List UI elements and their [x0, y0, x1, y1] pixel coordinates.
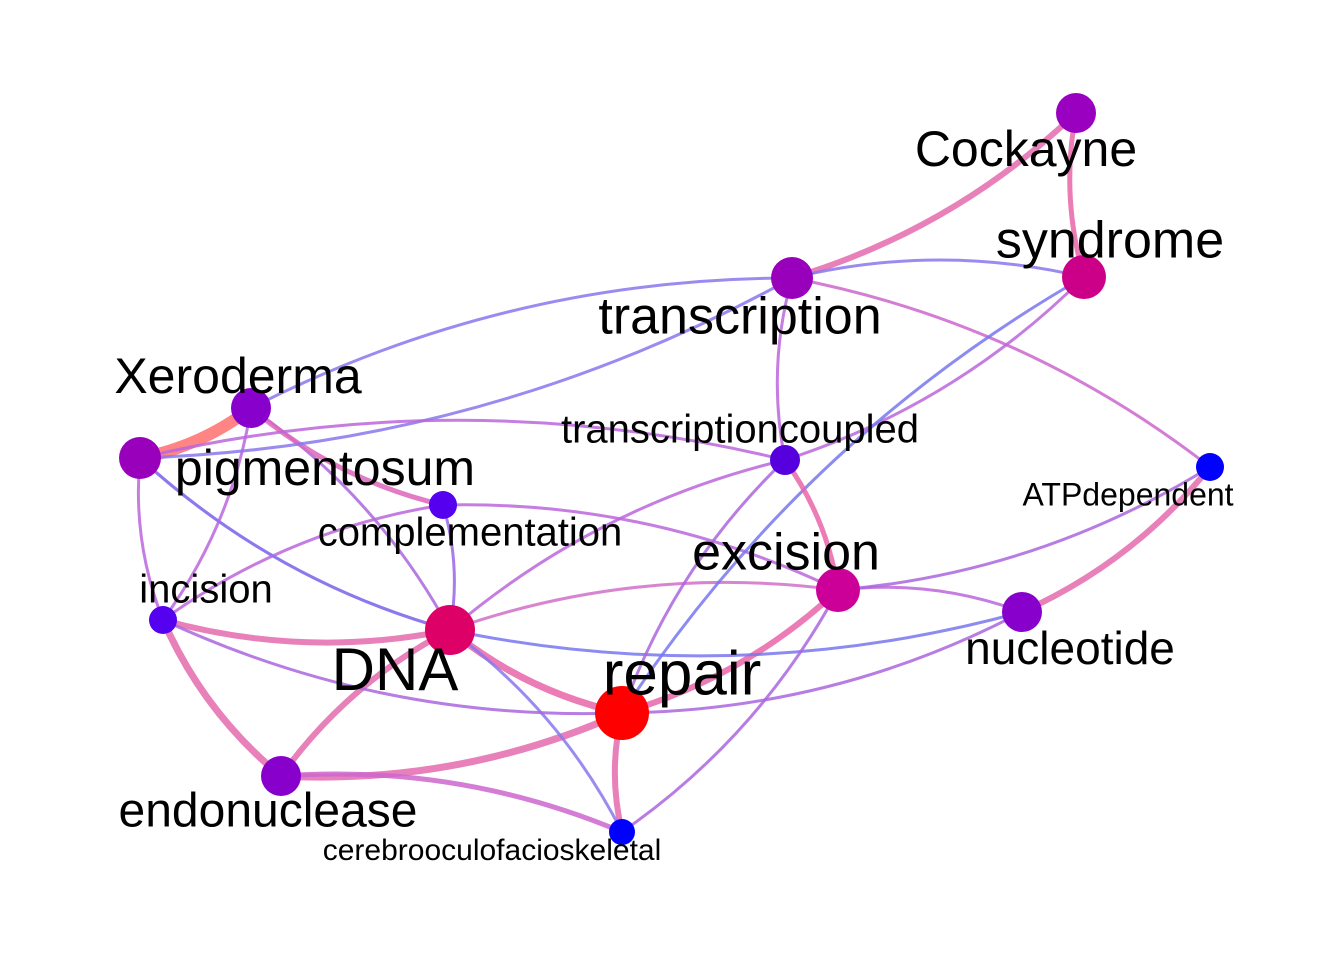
edge-dna-transcriptioncoupled — [448, 458, 787, 632]
edge-pigmentosum-transcription — [138, 276, 794, 460]
edge-repair-endonuclease — [277, 709, 626, 781]
node-endonuclease — [261, 756, 301, 796]
node-excision — [816, 568, 860, 612]
node-pigmentosum — [119, 437, 161, 479]
node-label-pigmentosum: pigmentosum — [175, 440, 475, 496]
nodes-layer — [119, 93, 1224, 845]
edge-transcription-cockayne — [789, 110, 1079, 281]
node-label-excision: excision — [692, 524, 880, 582]
edge-dna-nucleotide — [448, 610, 1024, 658]
edge-dna-endonuclease — [278, 627, 453, 779]
node-cockayne — [1056, 93, 1096, 133]
node-label-incision: incision — [139, 568, 272, 612]
edge-xeroderma-complementation — [248, 405, 446, 508]
node-label-repair: repair — [603, 639, 762, 708]
edge-syndrome-repair — [620, 275, 1086, 715]
node-transcription — [771, 257, 813, 299]
edge-transcription-syndrome — [790, 258, 1086, 280]
node-syndrome — [1062, 255, 1106, 299]
edge-repair-dna — [446, 626, 626, 717]
edge-excision-cerebrooculofacioskeletal — [620, 588, 840, 834]
edge-xeroderma-transcription — [249, 276, 794, 410]
edge-dna-cerebrooculofacioskeletal — [448, 628, 624, 834]
edge-excision-nucleotide — [836, 585, 1024, 614]
edge-transcription-atpdependent — [790, 276, 1212, 469]
node-complementation — [429, 491, 457, 519]
node-dna — [425, 605, 475, 655]
edge-incision-endonuclease — [159, 616, 285, 780]
node-nucleotide — [1002, 592, 1042, 632]
node-cerebrooculofacioskeletal — [609, 819, 635, 845]
node-label-cockayne: Cockayne — [915, 121, 1137, 177]
edge-complementation-excision — [441, 503, 840, 592]
node-label-nucleotide: nucleotide — [965, 622, 1175, 674]
node-label-complementation: complementation — [318, 511, 623, 555]
edge-excision-atpdependent — [836, 465, 1212, 592]
edge-nucleotide-repair — [620, 610, 1024, 715]
edge-pigmentosum-dna — [138, 456, 452, 632]
edge-repair-excision — [619, 587, 841, 716]
node-label-cerebrooculofacioskeletal: cerebrooculofacioskeletal — [323, 834, 662, 867]
edge-dna-excision — [448, 580, 840, 632]
edge-nucleotide-atpdependent — [1019, 464, 1213, 615]
edge-syndrome-transcriptioncoupled — [783, 275, 1086, 462]
node-incision — [149, 606, 177, 634]
node-xeroderma — [231, 388, 271, 428]
node-label-endonuclease: endonuclease — [119, 785, 418, 838]
node-label-atpdependent: ATPdependent — [1022, 476, 1233, 512]
edge-dna-incision — [160, 617, 453, 646]
edges-layer — [134, 110, 1213, 835]
node-label-xeroderma: Xeroderma — [114, 348, 362, 404]
node-label-transcriptioncoupled: transcriptioncoupled — [561, 408, 919, 452]
node-repair — [595, 686, 649, 740]
edge-transcriptioncoupled-repair — [620, 458, 787, 715]
node-label-transcription: transcription — [598, 288, 881, 346]
edge-incision-complementation — [161, 503, 445, 622]
edge-transcription-transcriptioncoupled — [775, 276, 794, 462]
node-label-dna: DNA — [332, 636, 459, 703]
node-transcriptioncoupled — [770, 445, 800, 475]
edge-endonuclease-cerebrooculofacioskeletal — [278, 771, 625, 835]
edge-pigmentosum-transcriptioncoupled — [138, 418, 787, 462]
edge-incision-repair — [161, 618, 624, 716]
node-label-syndrome: syndrome — [996, 212, 1224, 270]
node-atpdependent — [1196, 453, 1224, 481]
